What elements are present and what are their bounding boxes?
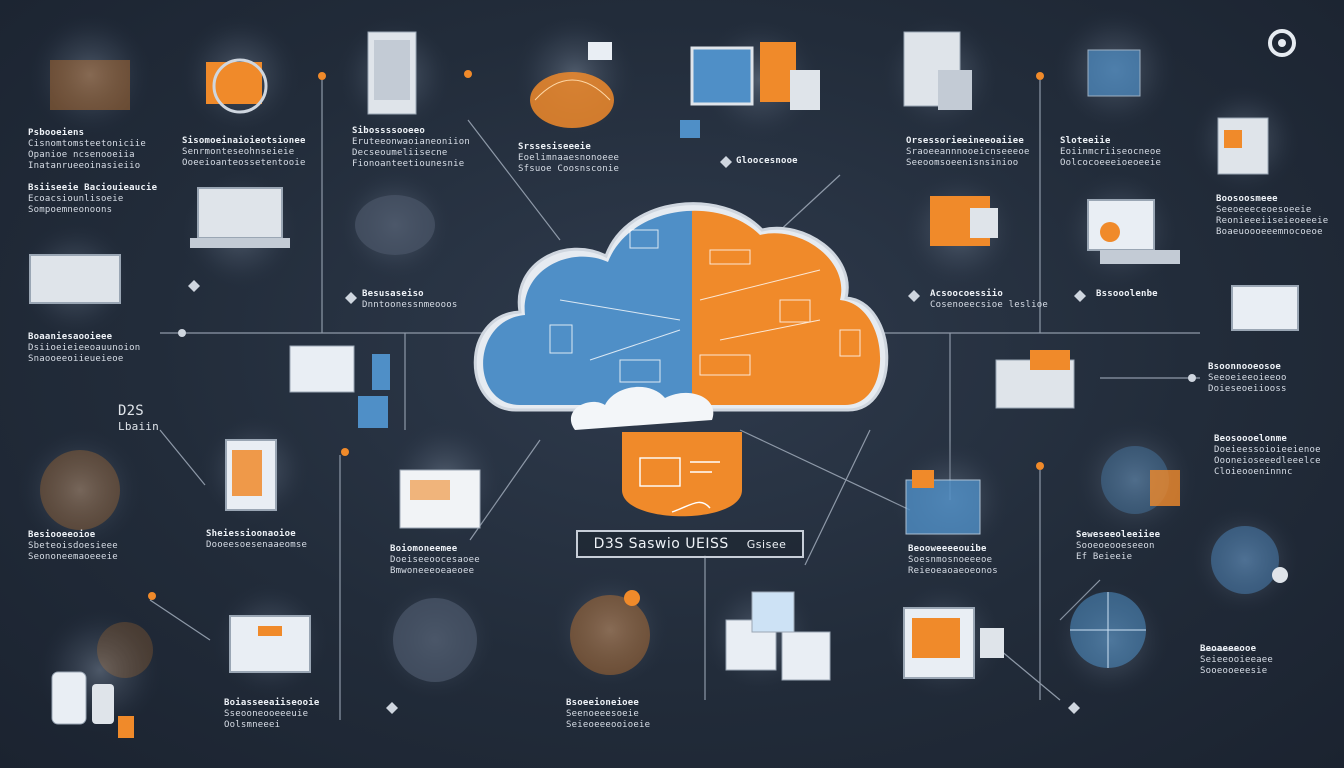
label-block: Beosoooelonme Doeieessoioieeienoe Ooonei… — [1214, 434, 1321, 477]
tablet-bottom-icon — [229, 615, 311, 673]
globe-icon — [1070, 592, 1146, 668]
cube-stack-icon — [725, 591, 831, 681]
network-map-icon — [50, 60, 130, 110]
laptop-right-icon — [1231, 285, 1299, 331]
label-block: Besiooeeoioe Sbeteoisdoesieee Seononeema… — [28, 530, 118, 562]
center-subtitle: Gsisee — [746, 537, 787, 551]
monitor-bottom-icon — [903, 607, 1004, 679]
diamond-markers — [188, 156, 1086, 714]
phone-icon — [225, 439, 277, 511]
label-block: Sibossssooeeo Eruteeonwaoianeoniion Decs… — [352, 126, 470, 169]
label-block: Seweseeoleeiiee Sooeoeooeseeon Ef Beieei… — [1076, 530, 1161, 562]
data-cube-icon — [1087, 49, 1141, 97]
center-title: D3S Saswio UEISS — [593, 536, 729, 552]
orange-folder-icon — [206, 58, 268, 114]
label-block: Beooweeeeouibe Soesnmosnoeeeoe Reieoeaoa… — [908, 544, 998, 576]
label-block: Boiasseeaiiseooie Sseooneooeeeuie Oolsmn… — [224, 698, 320, 730]
label-block: Gloocesnooe — [736, 156, 798, 166]
robot-sphere-icon — [1101, 446, 1180, 514]
label-block: Orsessorieeineeoaiiee Sraoeeannnooeicnse… — [906, 136, 1030, 168]
label-block: Besusaseiso Dnntoonessnmeooos — [362, 289, 458, 310]
central-cloud — [473, 202, 889, 517]
left-brand-line2: Lbaiin — [118, 420, 159, 433]
blue-device-icon — [905, 470, 981, 535]
label-block: Boiomoneemee Doeiseeoocesaoee Bmwoneeeoe… — [390, 544, 480, 576]
cloud-node-icon — [355, 195, 435, 255]
label-block: Boaaniesaooieee Dsiioeieieeoauunoion Sna… — [28, 332, 141, 364]
network-bottom-icon — [97, 622, 153, 678]
stadium-icon — [530, 42, 614, 128]
orange-robot-icon — [930, 196, 998, 246]
laptop-left-icon — [29, 254, 121, 304]
label-block: Beoaeeeooe Seieeooieeaee Sooeooeeesie — [1200, 644, 1274, 676]
label-block: Bsiiseeie Baciouieaucie Ecoacsiounlisoei… — [28, 183, 158, 215]
label-block: Sisomoeinaioieotsionee Senrmonteseohnsei… — [182, 136, 306, 168]
label-block: Boosoosmeee Seeoeeeceoesoeeie Reonieeeii… — [1216, 194, 1329, 237]
storage-icon — [903, 31, 972, 110]
label-block: Bsoonnooeosoe Seeoeieeoieeoo Doieseoeiio… — [1208, 362, 1287, 394]
label-block: Sheiessioonaoioe Dooeesoesenaaeomse — [206, 529, 308, 550]
left-brand-line1: D2S — [118, 403, 144, 419]
location-pins — [148, 70, 1196, 600]
label-block: Sloteeiie Eoiinmcriiseocneoe Oolcocoeeei… — [1060, 136, 1162, 168]
monitor-icon — [680, 42, 820, 138]
box-icon — [399, 469, 481, 529]
printer-icon — [995, 350, 1075, 409]
orange-gears-icon — [570, 590, 650, 675]
label-block: Bsoeeioneioee Seenoeeesoeie Seieoeeeooio… — [566, 698, 651, 730]
tablet-icon — [1217, 117, 1269, 175]
circuit-network-icon — [40, 450, 120, 530]
server-icon — [367, 31, 417, 115]
gear-orb-icon — [393, 598, 477, 682]
circuit-head-icon — [1211, 526, 1288, 594]
gear-icon — [1268, 29, 1296, 57]
label-block: Srssesiseeeie Eoelimnaaesnonoeee Sfsuoe … — [518, 142, 620, 174]
device-illustrations — [29, 29, 1299, 738]
laptop-icon — [190, 187, 290, 248]
label-block: Bssooolenbe — [1096, 289, 1158, 299]
left-brand: D2S Lbaiin — [118, 403, 159, 435]
document-icon — [289, 345, 390, 428]
center-title-box: D3S Saswio UEISS Gsisee — [576, 530, 804, 558]
laptop-orange-icon — [1087, 199, 1180, 264]
label-block: Acsoocoessiio Cosenoeecsioe leslioe — [930, 289, 1048, 310]
label-block: Psbooeiens Cisnomtomsteetoniciie Opanioe… — [28, 128, 146, 171]
database-icon — [51, 671, 134, 738]
